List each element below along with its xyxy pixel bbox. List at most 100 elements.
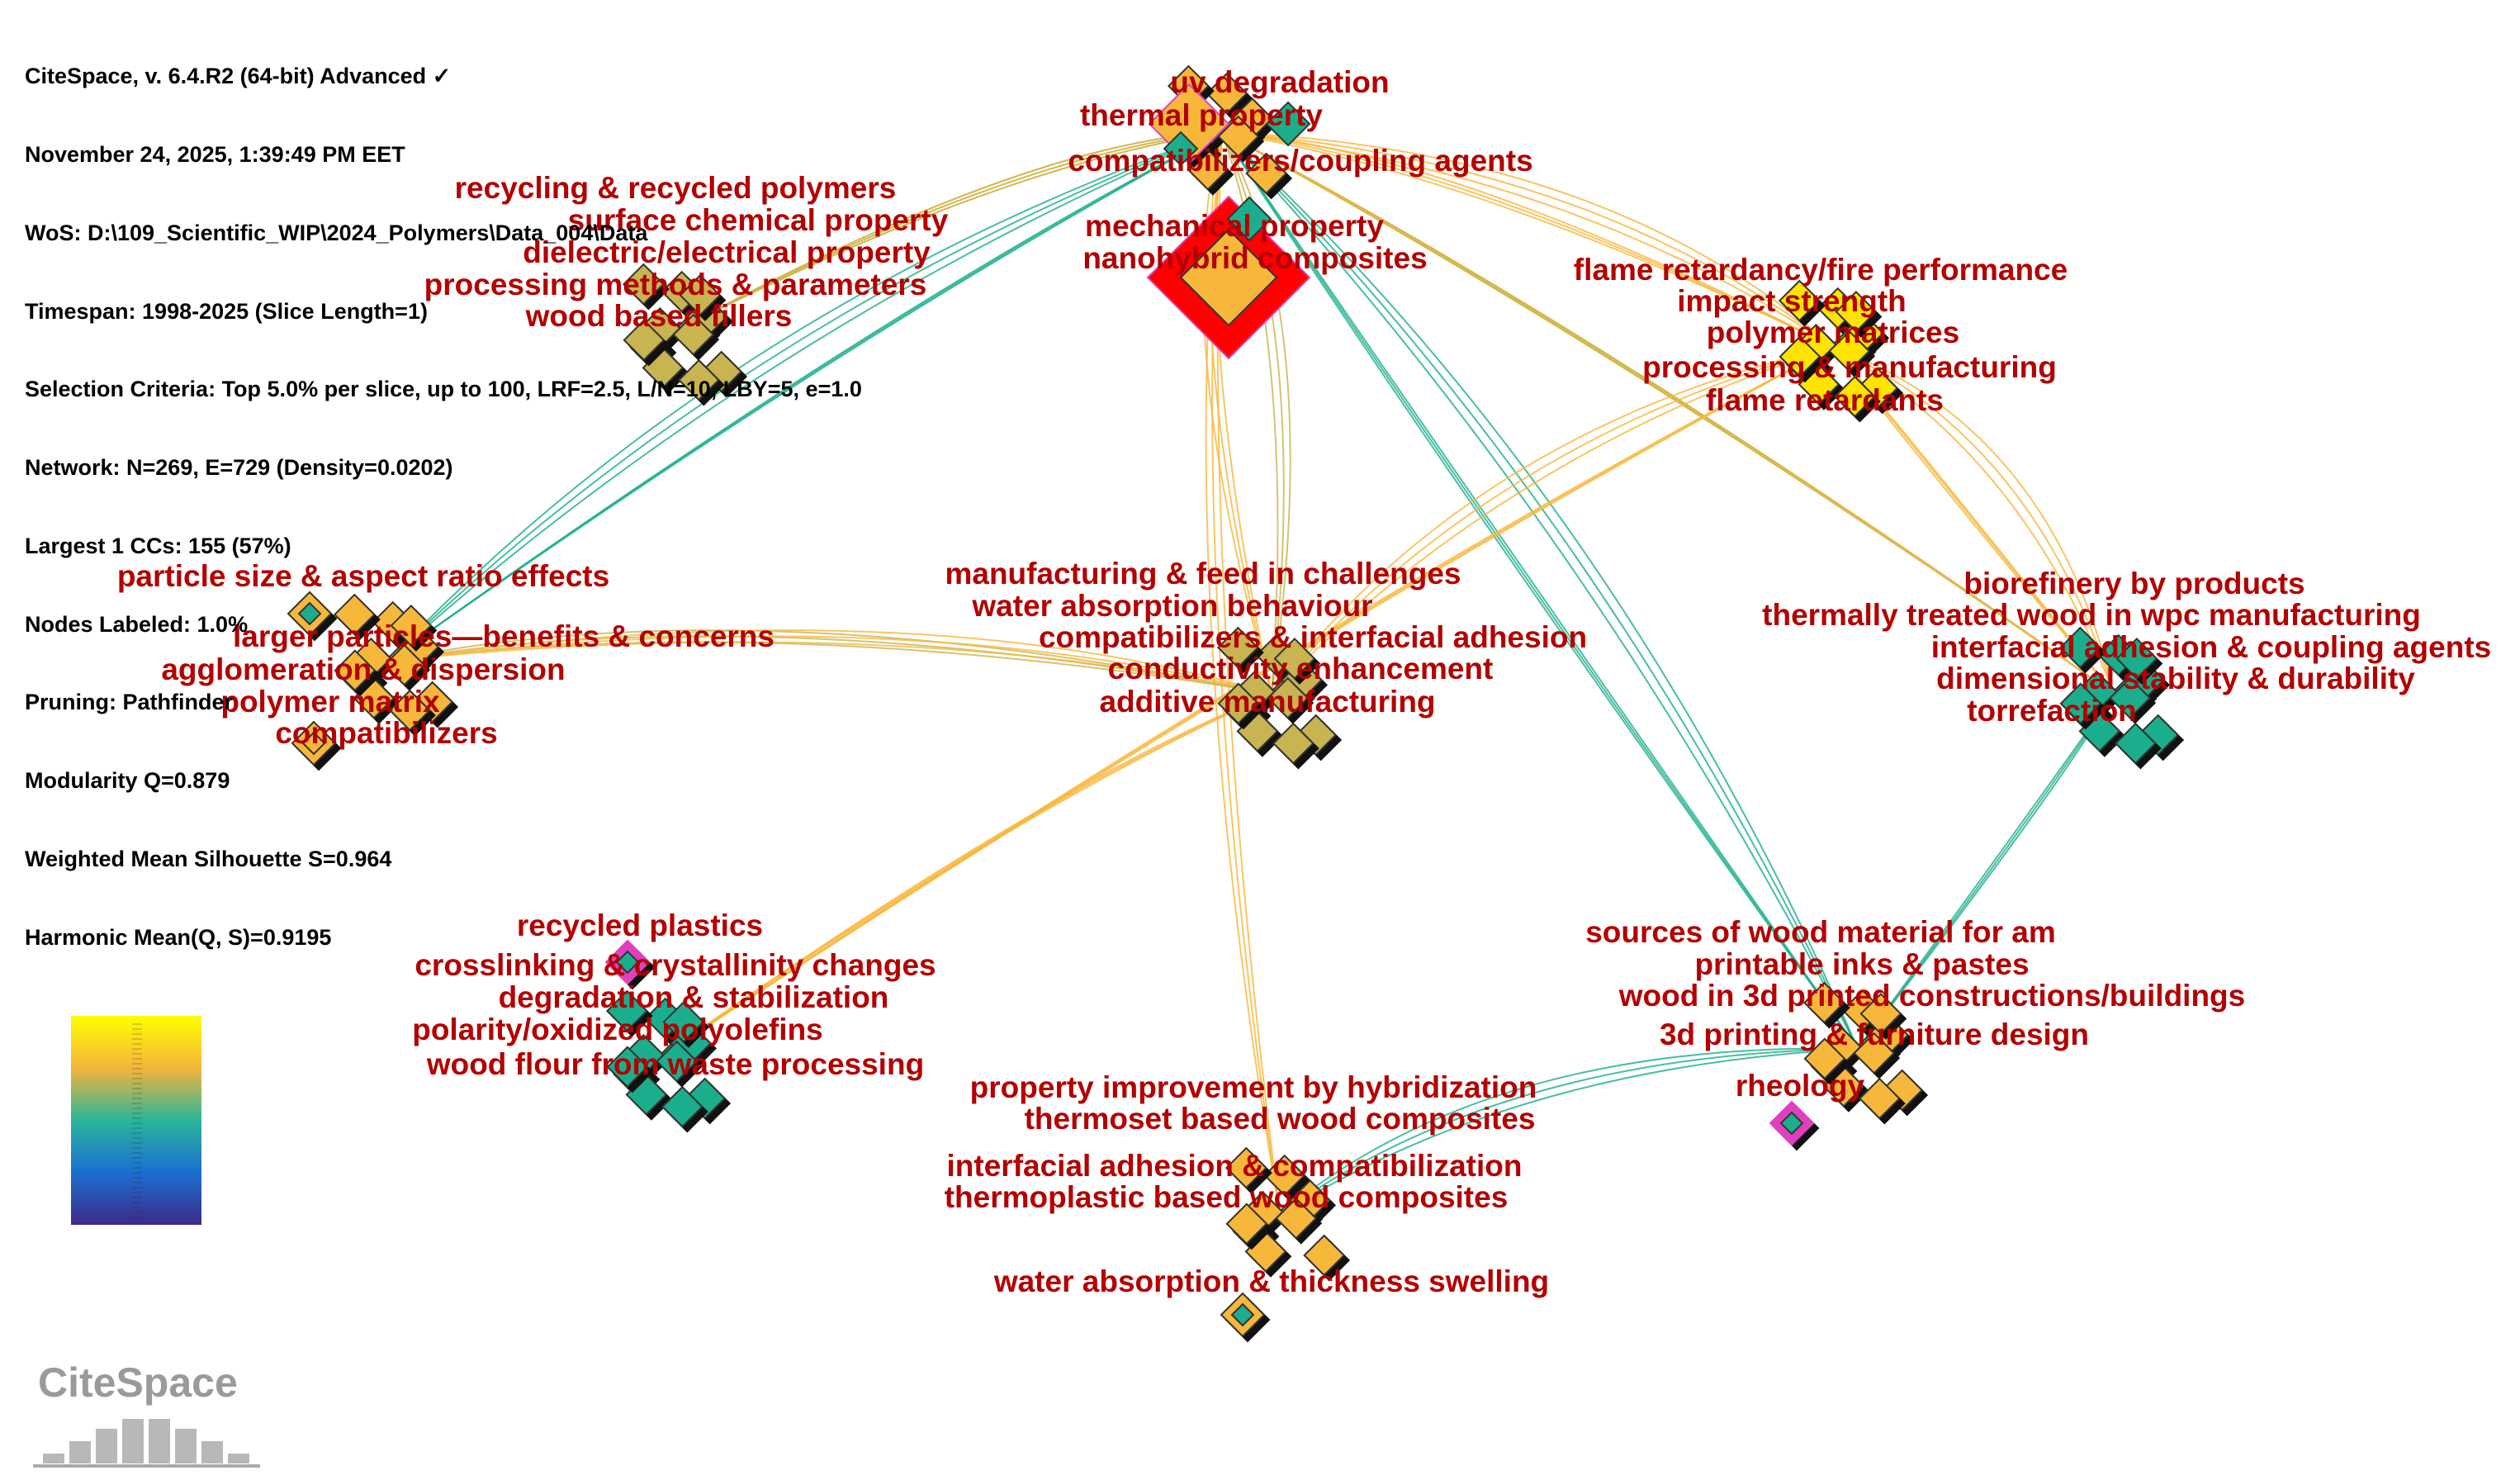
cluster-label: interfacial adhesion & coupling agents (1931, 630, 2491, 664)
network-node (1858, 1077, 1901, 1120)
network-node (1263, 1154, 1306, 1197)
network-edge (1221, 131, 1859, 1050)
cluster-label: polarity/oxidized polyolefins (412, 1013, 823, 1046)
network-node (388, 689, 431, 732)
network-node (1803, 1037, 1846, 1080)
network-node (1828, 330, 1871, 372)
cluster-label: dielectric/electrical property (523, 235, 931, 269)
network-edge (1221, 131, 1285, 695)
network-node (1303, 1234, 1346, 1277)
cluster-label: thermal property (1080, 98, 1323, 132)
network-node (1778, 279, 1821, 322)
header-line: Nodes Labeled: 1.0% (25, 611, 249, 637)
network-node (1206, 72, 1248, 115)
cluster-label: rheology (1736, 1069, 1865, 1103)
network-node (2059, 682, 2102, 725)
network-node (1835, 291, 1878, 333)
network-node (334, 649, 377, 692)
logo-bar (69, 1441, 91, 1463)
network-node (661, 1085, 703, 1128)
network-node (1216, 626, 1259, 669)
network-node (672, 313, 715, 356)
header-line: Modularity Q=0.879 (25, 768, 230, 794)
network-edge (1271, 346, 1834, 695)
cluster-label: wood flour from waste processing (426, 1047, 924, 1081)
network-edge (1279, 1048, 1859, 1215)
network-node (1224, 1146, 1267, 1189)
logo-bar (149, 1419, 170, 1463)
cluster-label: wood based fillers (525, 299, 793, 333)
network-node (1265, 101, 1311, 147)
cluster-label: polymer matrix (220, 685, 440, 719)
cluster-label: thermoset based wood composites (1025, 1102, 1536, 1136)
network-node (1245, 152, 1288, 195)
logo-bar (201, 1441, 223, 1463)
network-edge (387, 131, 1223, 662)
network-node (1226, 196, 1272, 242)
network-node (2114, 722, 2157, 765)
network-node (1267, 676, 1310, 719)
legend-gradient-bar (71, 1016, 201, 1225)
network-node (662, 1001, 705, 1043)
network-edge (387, 131, 1223, 662)
cluster-label: biorefinery by products (1963, 567, 2304, 600)
cluster-label: dimensional stability & durability (1936, 662, 2415, 695)
cluster-label: impact strength (1677, 284, 1907, 318)
network-node (656, 1040, 699, 1083)
network-node (1230, 1302, 1255, 1327)
network-edge (387, 629, 1272, 695)
network-edge (387, 635, 1272, 695)
cluster-label: 3d printing & furniture design (1660, 1017, 2089, 1051)
network-node (333, 593, 376, 636)
network-node (297, 601, 322, 626)
network-node (615, 950, 640, 975)
network-node (301, 731, 326, 756)
header-line: Timespan: 1998-2025 (Slice Length=1) (25, 298, 428, 324)
cluster-label: interfacial adhesion & compatibilization (947, 1149, 1523, 1183)
logo-bar (122, 1419, 144, 1463)
network-node (411, 681, 454, 723)
header-line: Harmonic Mean(Q, S)=0.9195 (25, 924, 332, 950)
network-edge (1221, 131, 1834, 348)
network-edge (1221, 131, 1834, 348)
cluster-label: conductivity enhancement (1108, 652, 1494, 685)
network-edge (1221, 131, 1859, 1050)
network-edge (1221, 131, 1859, 1050)
network-node (383, 643, 426, 686)
network-node (1217, 115, 1260, 158)
header-info: CiteSpace, v. 6.4.R2 (64-bit) Advanced ✓… (25, 12, 862, 977)
network-node (605, 989, 648, 1032)
cluster-label: flame retardants (1706, 383, 1944, 417)
cluster-label: nanohybrid composites (1082, 241, 1427, 275)
logo-bar (228, 1454, 249, 1463)
cluster-label: sources of wood material for am (1585, 915, 2056, 949)
network-node (1179, 228, 1278, 327)
cluster-label: recycling & recycled polymers (455, 171, 897, 205)
header-line: Weighted Mean Silhouette S=0.964 (25, 847, 392, 871)
network-node (1853, 1032, 1896, 1074)
cluster-label: particle size & aspect ratio effects (117, 559, 609, 593)
network-edge (1221, 131, 1834, 348)
header-line: Pruning: Pathfinder (25, 690, 233, 715)
network-node (1272, 722, 1314, 765)
header-line: Network: N=269, E=729 (Density=0.0202) (25, 455, 453, 481)
network-edge (1221, 131, 1834, 348)
cluster-label: processing & manufacturing (1642, 350, 2057, 384)
network-edge (1279, 1047, 1859, 1215)
header-line: November 24, 2025, 1:39:49 PM EET (25, 141, 405, 167)
cluster-label: manufacturing & feed in challenges (945, 557, 1461, 591)
header-line: Largest 1 CCs: 155 (57%) (25, 533, 291, 558)
logo-bar (96, 1429, 117, 1463)
logo-bar (43, 1454, 64, 1463)
network-edge (387, 641, 1272, 695)
network-edge (1221, 131, 1291, 695)
cluster-label: larger particles—benefits & concerns (233, 619, 774, 653)
network-node (623, 319, 666, 362)
logo-bar (175, 1429, 197, 1463)
network-node (679, 274, 722, 316)
network-node (1779, 335, 1821, 378)
network-node (2109, 676, 2152, 719)
cluster-label: property improvement by hybridization (970, 1070, 1537, 1104)
network-node (1779, 1111, 1804, 1136)
